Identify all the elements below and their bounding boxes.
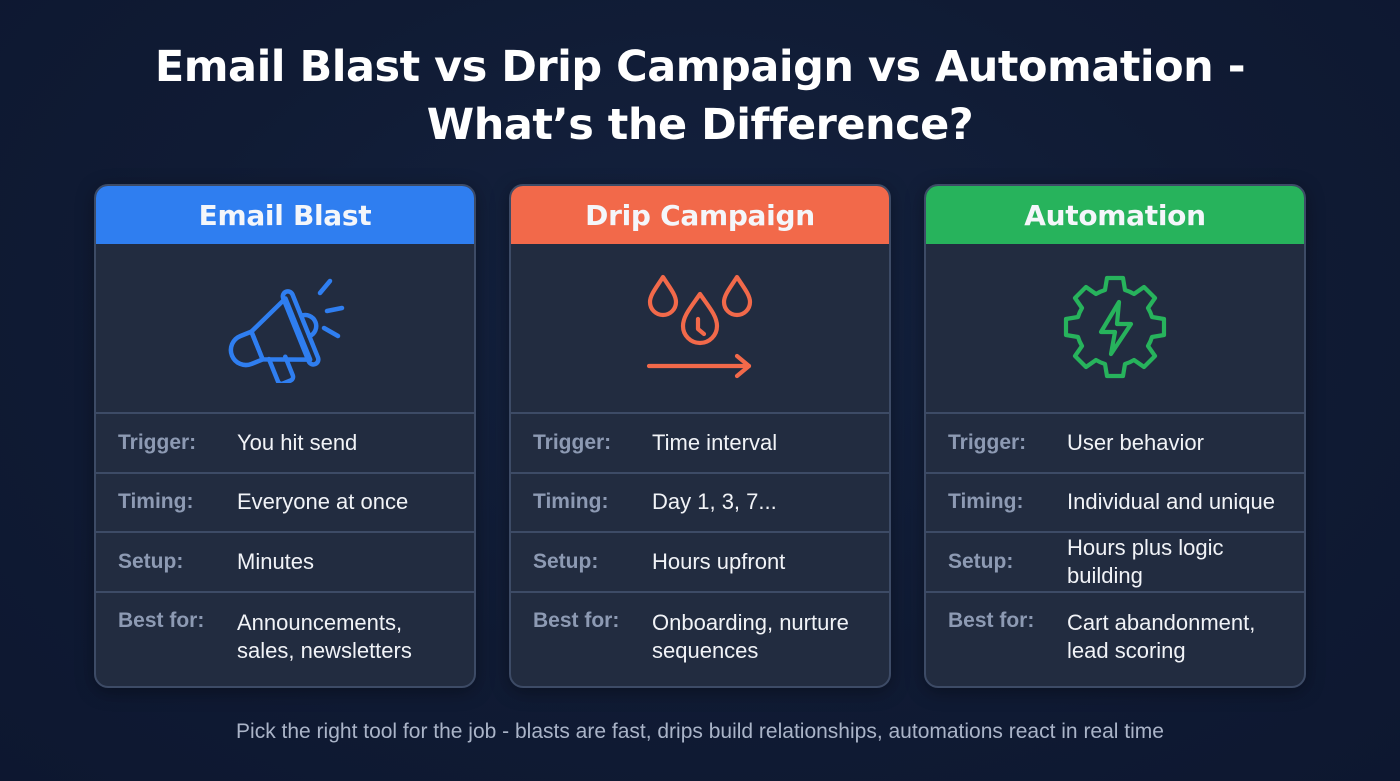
megaphone-icon — [228, 278, 345, 383]
page-title: Email Blast vs Drip Campaign vs Automati… — [0, 38, 1400, 154]
row-setup: Setup: Minutes — [96, 533, 474, 593]
card-email-blast: Email Blast — [94, 184, 476, 688]
card-automation: Automation Trigger: User behavior Timing… — [924, 184, 1306, 688]
row-best-for: Best for: Cart abandonment, lead scoring — [926, 593, 1304, 687]
card-header-drip-campaign: Drip Campaign — [511, 186, 889, 244]
row-value: Hours upfront — [652, 548, 786, 574]
card-icon-area — [511, 244, 889, 414]
row-label: Best for: — [533, 608, 620, 632]
row-label: Trigger: — [533, 430, 612, 454]
card-header-automation: Automation — [926, 186, 1304, 244]
water-drops-clock-icon — [646, 274, 753, 379]
row-label: Best for: — [948, 608, 1035, 632]
row-value-line-2: lead scoring — [1067, 637, 1186, 663]
row-value: User behavior — [1067, 429, 1204, 455]
row-value: Hours plus logic building — [1067, 534, 1224, 588]
row-setup: Setup: Hours upfront — [511, 533, 889, 593]
row-value-line-1: Announcements, — [237, 609, 403, 635]
row-value: Onboarding, nurture sequences — [652, 609, 849, 665]
row-best-for: Best for: Announcements, sales, newslett… — [96, 593, 474, 687]
card-drip-campaign: Drip Campaign Trigger: Time interval Tim… — [509, 184, 891, 688]
row-trigger: Trigger: User behavior — [926, 414, 1304, 474]
row-value: Everyone at once — [237, 489, 409, 515]
row-setup: Setup: Hours plus logic building — [926, 533, 1304, 593]
card-icon-area — [96, 244, 474, 414]
row-value-line-2: sequences — [652, 637, 759, 663]
footer-caption: Pick the right tool for the job - blasts… — [236, 720, 1164, 743]
row-value: Individual and unique — [1067, 489, 1275, 515]
row-trigger: Trigger: You hit send — [96, 414, 474, 474]
comparison-cards: Email Blast — [94, 184, 1306, 688]
row-value: Time interval — [652, 429, 778, 455]
card-icon-area — [926, 244, 1304, 414]
row-label: Setup: — [533, 549, 599, 573]
card-header-email-blast: Email Blast — [96, 186, 474, 244]
row-value-line-1: Cart abandonment, — [1067, 609, 1256, 635]
row-timing: Timing: Day 1, 3, 7... — [511, 474, 889, 533]
row-value: Day 1, 3, 7... — [652, 489, 777, 515]
row-label: Trigger: — [118, 430, 197, 454]
row-label: Timing: — [533, 490, 609, 514]
row-value: Minutes — [237, 548, 315, 574]
row-value-line-1: Onboarding, nurture — [652, 609, 849, 635]
gear-lightning-icon — [1063, 275, 1167, 379]
page-title-line-1: Email Blast vs Drip Campaign vs Automati… — [154, 42, 1246, 92]
row-timing: Timing: Individual and unique — [926, 474, 1304, 533]
row-timing: Timing: Everyone at once — [96, 474, 474, 533]
row-value: You hit send — [237, 429, 358, 455]
row-label: Best for: — [118, 608, 205, 632]
row-trigger: Trigger: Time interval — [511, 414, 889, 474]
row-label: Timing: — [948, 490, 1024, 514]
row-value: Cart abandonment, lead scoring — [1067, 609, 1255, 665]
row-value-line-2: sales, newsletters — [237, 637, 412, 663]
page-title-line-2: What’s the Difference? — [426, 100, 974, 150]
row-value: Announcements, sales, newsletters — [237, 609, 412, 665]
row-label: Setup: — [118, 549, 184, 573]
row-label: Setup: — [948, 549, 1014, 573]
row-label: Trigger: — [948, 430, 1027, 454]
row-label: Timing: — [118, 490, 194, 514]
row-best-for: Best for: Onboarding, nurture sequences — [511, 593, 889, 687]
